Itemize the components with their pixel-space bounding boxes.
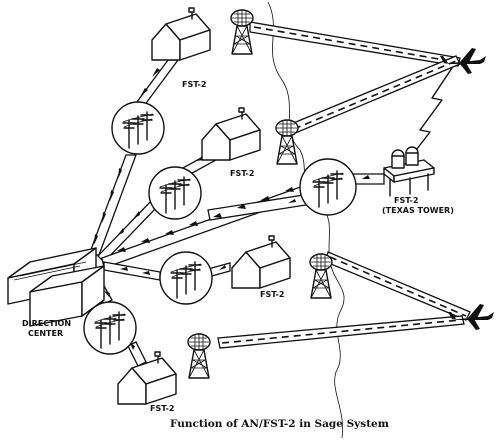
- fst2-label-top: FST-2: [182, 80, 206, 89]
- direction-center-label-1: DIRECTION: [22, 319, 71, 328]
- house-icon: [151, 7, 211, 61]
- direction-center-label-2: CENTER: [28, 329, 63, 338]
- relay-station-4: [159, 251, 213, 305]
- coastline: [267, 1, 345, 439]
- radar-tower-icon: [309, 253, 333, 299]
- texas-tower-label: (TEXAS TOWER): [382, 206, 454, 215]
- house-icon: [117, 351, 177, 405]
- route-arrowheads: [94, 68, 370, 350]
- radar-beams: [217, 21, 471, 349]
- radar-tower-icon: [187, 333, 211, 379]
- radar-tower-icon: [275, 119, 299, 165]
- relay-station-1: [111, 101, 165, 155]
- lightning-icon: [409, 67, 453, 159]
- fst2-label-bottom: FST-2: [150, 404, 174, 413]
- house-icon: [231, 235, 291, 289]
- relay-station-5: [83, 301, 137, 355]
- texas-tower-platform-icon: [383, 146, 435, 197]
- direction-center-building-icon: [7, 247, 105, 327]
- relay-station-3: [299, 158, 357, 216]
- fst2-label-texas: FST-2: [394, 196, 418, 205]
- fst2-label-lower: FST-2: [260, 290, 284, 299]
- diagram-caption: Function of AN/FST-2 in Sage System: [170, 418, 389, 430]
- house-icon: [201, 107, 261, 161]
- fst2-label-middle: FST-2: [230, 169, 254, 178]
- relay-station-2: [148, 166, 202, 220]
